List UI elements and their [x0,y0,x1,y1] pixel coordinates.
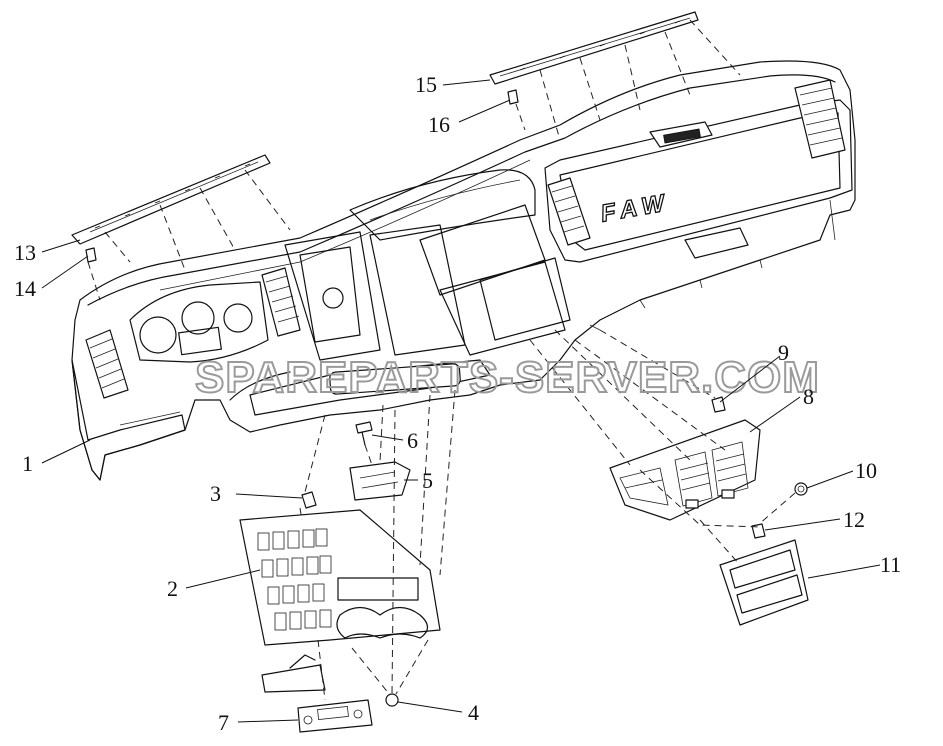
watermark: SPAREPARTS-SERVER.COM [195,353,820,402]
leader-lines [41,79,881,723]
vent-center-right [547,177,591,246]
bracket-5 [349,461,411,501]
callout-10: 10 [855,458,877,483]
knob-10 [794,482,808,496]
callout-1: 1 [22,451,33,476]
assembly-lines-lower-right [529,329,796,566]
vent-right-upper [794,79,846,159]
defroster-grille-right [489,11,699,85]
vent-center-left [261,267,301,337]
callout-5: 5 [422,468,433,493]
assembly-lines-top [87,19,741,301]
callout-2: 2 [167,576,178,601]
callout-15: 15 [415,72,437,97]
clip-12 [751,523,766,539]
callout-6: 6 [407,428,418,453]
frame-11 [719,539,809,626]
radio-7 [297,699,373,733]
cover-piece [261,654,326,693]
nut-4 [385,693,399,707]
callout-12: 12 [843,507,865,532]
callout-9: 9 [778,340,789,365]
defroster-grille-left [71,154,271,245]
callout-7: 7 [218,710,229,735]
assembly-lines-lower-left [299,389,456,701]
clip-3 [301,491,317,509]
instrument-cluster [129,281,269,363]
callout-8: 8 [803,384,814,409]
callout-3: 3 [210,481,221,506]
callout-13: 13 [14,240,36,265]
vent-assembly-8 [609,419,761,521]
dashboard-assembly: FAW [71,60,856,481]
callout-16: 16 [428,112,450,137]
callout-14: 14 [14,276,36,301]
callout-labels: 1 2 3 4 5 6 7 8 9 10 11 12 13 14 15 16 [14,72,901,735]
callout-4: 4 [468,700,479,725]
switch-panel-2 [239,509,441,646]
clip-16 [507,89,519,105]
center-stack [284,169,571,361]
callout-11: 11 [880,552,901,577]
screw-6 [355,421,373,446]
clip-14 [85,247,97,263]
vent-left [85,329,129,399]
